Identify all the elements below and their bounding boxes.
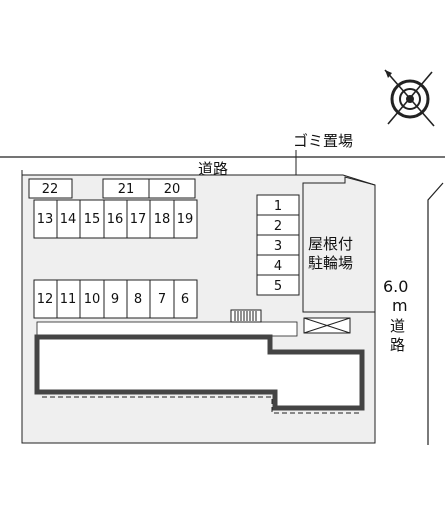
- building-eave-dashed-line: [42, 396, 362, 414]
- bike-shelter-label-2: 駐輪場: [308, 254, 353, 272]
- parking-space-number: 1: [274, 199, 282, 214]
- walkway: [36, 321, 298, 337]
- parking-space-number: 13: [37, 212, 54, 227]
- bike-shelter-area: [302, 176, 376, 313]
- stairs-icon: [230, 309, 262, 323]
- parking-space: [148, 178, 196, 199]
- garbage-area-label: ゴミ置場: [293, 132, 353, 150]
- parking-space: [28, 178, 73, 199]
- parking-space-number: 12: [37, 292, 54, 307]
- parking-space-number: 21: [118, 182, 135, 197]
- parking-row-2: 13 14 15 16 17 18 19: [33, 199, 198, 239]
- apartment-building: [34, 334, 365, 411]
- parking-space-number: 14: [60, 212, 77, 227]
- parking-top-row: 22 21 20: [28, 178, 196, 199]
- parking-space-number: 4: [274, 259, 282, 274]
- bicycle-shelter-cross-icon: [303, 317, 351, 334]
- parking-space-number: 10: [84, 292, 101, 307]
- parking-space-number: 22: [42, 182, 59, 197]
- side-road-label-2: 路: [390, 336, 405, 354]
- compass-rose-icon: [384, 69, 435, 127]
- parking-space-number: 3: [274, 239, 282, 254]
- parking-block: [33, 199, 198, 239]
- parking-space-number: 16: [107, 212, 124, 227]
- parking-space-number: 18: [154, 212, 171, 227]
- side-road-edge: [427, 182, 444, 445]
- parking-space-number: 9: [111, 292, 119, 307]
- parking-space-number: 20: [164, 182, 181, 197]
- parking-block: [256, 194, 300, 296]
- parking-space-number: 11: [60, 292, 77, 307]
- parking-space-number: 19: [177, 212, 194, 227]
- parking-space-number: 5: [274, 279, 282, 294]
- parking-block: [33, 279, 198, 319]
- side-road-label-1: 道: [390, 317, 405, 335]
- parking-space-number: 6: [181, 292, 189, 307]
- road-width-unit: m: [392, 296, 408, 315]
- road-top-label: 道路: [198, 160, 228, 178]
- parking-row-3: 12 11 10 9 8 7 6: [33, 279, 198, 319]
- parking-space-number: 8: [134, 292, 142, 307]
- parking-space-number: 17: [130, 212, 147, 227]
- parking-space-number: 7: [158, 292, 166, 307]
- parking-space-number: 2: [274, 219, 282, 234]
- parking-right-column: 1 2 3 4 5: [256, 194, 300, 296]
- road-width-number: 6.0: [383, 277, 408, 296]
- parking-space-number: 15: [84, 212, 101, 227]
- bike-shelter-label-1: 屋根付: [308, 235, 353, 253]
